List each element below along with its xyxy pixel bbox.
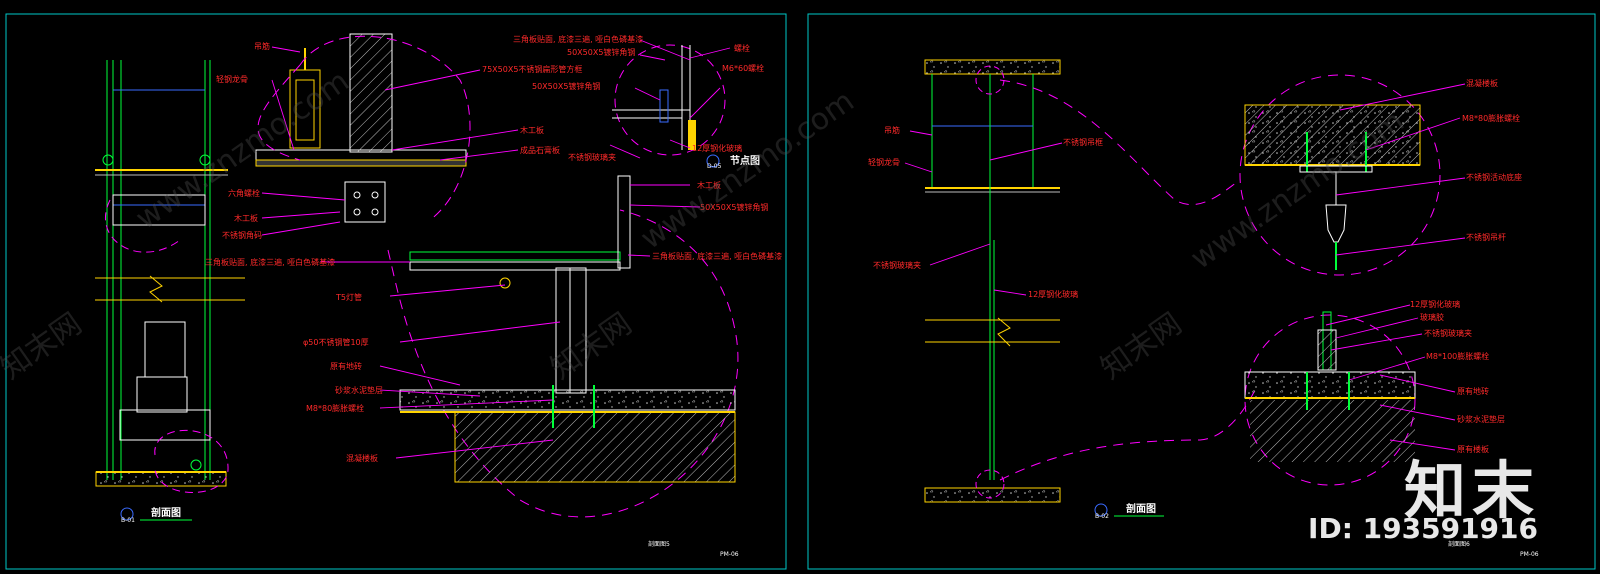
label-steel-frame: 75X50X5不锈钢扁形管方框 (482, 64, 582, 74)
left-sheet: 吊筋 轻钢龙骨 75X50X5不锈钢扁形管方框 三角板贴面, 底漆三遍, 哑白色… (5, 13, 787, 570)
brand-id: ID: 193591916 (1308, 512, 1538, 545)
right-detail-lower (1244, 311, 1416, 486)
label-m6-bolt: M6*60螺栓 (722, 63, 764, 73)
left-footer-code: PM-06 (720, 551, 739, 558)
watermark-cn-1: 知末网 (0, 306, 88, 386)
watermark-cn-2: 知末网 (545, 306, 639, 386)
label-board-finish-top: 三角板贴面, 底漆三遍, 哑白色磷基漆 (513, 34, 643, 44)
left-node-code: D-05 (707, 163, 722, 170)
label-steel-tube: φ50不锈钢管10厚 (303, 337, 369, 347)
right-labels: 吊筋 轻钢龙骨 不锈钢吊框 不锈钢玻璃夹 12厚钢化玻璃 混凝楼板 M8*80膨… (868, 78, 1522, 454)
left-node-title-text: 节点图 (730, 154, 760, 167)
left-leader-lines (261, 39, 731, 459)
label-floor-tile: 原有地砖 (330, 361, 362, 371)
left-node-title: D-05 节点图 (706, 154, 760, 170)
label-angle-steel-3: 50X50X5镀锌角钢 (700, 202, 768, 212)
label-hex-bolt: 六角螺栓 (228, 188, 260, 198)
label-wood-board-1: 木工板 (520, 125, 544, 135)
label-r-movable-base: 不锈钢活动底座 (1466, 172, 1522, 182)
label-angle-steel-1: 50X50X5镀锌角钢 (567, 47, 635, 57)
left-sheet-frame (5, 13, 787, 570)
right-section-view (924, 59, 1256, 503)
label-angle-steel-2: 50X50X5镀锌角钢 (532, 81, 600, 91)
label-r-hanging-rod: 不锈钢吊杆 (1466, 232, 1506, 242)
right-sheet-frame (807, 13, 1596, 570)
left-detail-upper (255, 33, 471, 223)
right-section-title-text: 剖面图 (1126, 502, 1156, 515)
label-mortar-layer: 砂浆水泥垫层 (335, 385, 383, 395)
left-section-title-text: 剖面图 (151, 506, 181, 519)
watermark-cn-3: 知末网 (1095, 306, 1189, 386)
right-detail-upper (1239, 74, 1441, 276)
label-r-hanging-frame: 不锈钢吊框 (1063, 137, 1103, 147)
label-glass-clip: 不锈钢玻璃夹 (568, 152, 616, 162)
label-r-floor-tile: 原有地砖 (1457, 386, 1489, 396)
label-wood-board-3: 木工板 (697, 180, 721, 190)
left-section-title: B-01 剖面图 (120, 506, 192, 524)
label-concrete-slab: 混凝楼板 (346, 453, 378, 463)
right-footer-code: PM-06 (1520, 551, 1539, 558)
label-t5-lamp: T5灯管 (335, 292, 362, 302)
label-hanger: 吊筋 (254, 41, 270, 51)
right-section-title: B-02 剖面图 (1094, 502, 1164, 520)
label-r-mortar-layer: 砂浆水泥垫层 (1457, 414, 1505, 424)
label-gypsum-board: 成品石膏板 (520, 145, 560, 155)
left-section-code: B-01 (121, 517, 135, 524)
left-labels: 吊筋 轻钢龙骨 75X50X5不锈钢扁形管方框 三角板贴面, 底漆三遍, 哑白色… (205, 34, 782, 463)
label-light-steel-keel: 轻钢龙骨 (216, 74, 248, 84)
label-r-light-steel-keel: 轻钢龙骨 (868, 157, 900, 167)
label-bolt: 螺栓 (734, 43, 750, 53)
brand-logo: 知末 (1403, 454, 1540, 527)
right-footer-name: 剖面图6 (1448, 540, 1470, 548)
label-r-m8-bolt: M8*80膨胀螺栓 (1462, 113, 1520, 123)
label-r-original-slab: 原有楼板 (1457, 444, 1489, 454)
label-m8-bolt: M8*80膨胀螺栓 (306, 403, 364, 413)
label-r-tempered-glass-2: 12厚钢化玻璃 (1410, 299, 1460, 309)
left-node-detail (612, 44, 726, 156)
left-section-view (95, 60, 245, 493)
watermark-layer: 知末网 www.znzmo.com 知末网 www.znzmo.com 知末网 … (0, 64, 1411, 387)
label-r-concrete-slab: 混凝楼板 (1466, 78, 1498, 88)
label-board-finish-right: 三角板贴面, 底漆三遍, 哑白色磷基漆 (652, 251, 782, 261)
label-r-hanger: 吊筋 (884, 125, 900, 135)
label-stainless-corner: 不锈钢角码 (222, 230, 262, 240)
right-leader-lines (904, 83, 1466, 451)
label-board-finish-left: 三角板贴面, 底漆三遍, 哑白色磷基漆 (205, 257, 335, 267)
right-sheet: 吊筋 轻钢龙骨 不锈钢吊框 不锈钢玻璃夹 12厚钢化玻璃 混凝楼板 M8*80膨… (807, 13, 1596, 570)
left-detail-lower (387, 175, 739, 518)
label-r-glass-glue: 玻璃胶 (1420, 312, 1444, 322)
label-r-glass-clip-2: 不锈钢玻璃夹 (1424, 328, 1472, 338)
label-r-tempered-glass: 12厚钢化玻璃 (1028, 289, 1078, 299)
label-r-glass-clip: 不锈钢玻璃夹 (873, 260, 921, 270)
label-r-m8-100-bolt: M8*100膨胀螺栓 (1426, 351, 1489, 361)
left-footer-name: 剖面图5 (648, 540, 670, 548)
label-wood-board-2: 木工板 (234, 213, 258, 223)
right-section-code: B-02 (1095, 513, 1109, 520)
label-tempered-glass: 12厚钢化玻璃 (692, 143, 742, 153)
